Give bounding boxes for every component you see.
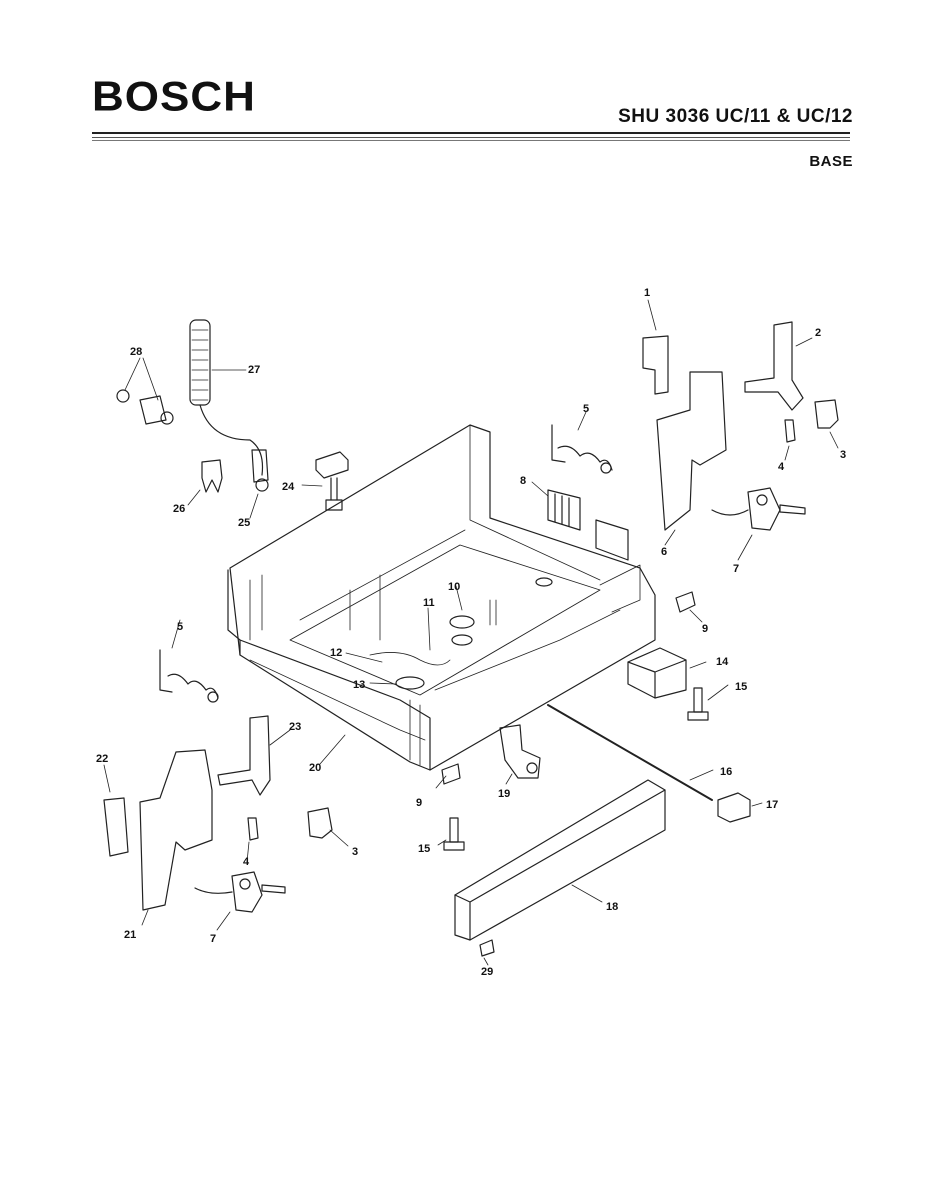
part-label-7-upper: 7	[733, 563, 739, 575]
spacer-upper	[675, 591, 696, 613]
cover-lower	[103, 797, 129, 857]
kick-panel	[454, 779, 666, 941]
part-label-22: 22	[96, 753, 108, 765]
part-label-3-lower: 3	[352, 846, 358, 858]
spacer-lower	[441, 763, 461, 785]
part-label-9-lower: 9	[416, 797, 422, 809]
screw-upper	[687, 687, 709, 721]
part-label-8: 8	[520, 475, 526, 487]
part-label-24: 24	[282, 481, 295, 493]
part-label-28: 28	[130, 346, 142, 358]
part-label-11: 11	[423, 597, 435, 609]
part-label-14: 14	[716, 656, 729, 668]
part-label-10: 10	[448, 581, 460, 593]
part-label-25: 25	[238, 517, 250, 529]
part-label-4-upper: 4	[778, 461, 785, 473]
hinge-bracket-lower	[217, 715, 271, 796]
part-label-5-lower: 5	[177, 621, 183, 633]
spring-upper	[551, 424, 613, 474]
part-label-26: 26	[173, 503, 185, 515]
part-label-15-upper: 15	[735, 681, 747, 693]
part-label-20: 20	[309, 762, 321, 774]
header-rule	[92, 132, 850, 134]
terminal-block	[547, 489, 629, 561]
side-bracket-lower	[139, 749, 213, 911]
leader-lines	[103, 299, 839, 966]
knob	[717, 792, 751, 823]
hinge-bracket	[744, 321, 804, 411]
clip	[201, 459, 223, 493]
screw-small	[479, 939, 495, 957]
section-title: BASE	[809, 153, 853, 170]
spring-clip-lower	[247, 817, 259, 841]
part-label-4-lower: 4	[243, 856, 250, 868]
base-tub	[227, 424, 656, 771]
bracket-and-screw	[315, 451, 349, 511]
cover	[642, 335, 669, 395]
actuator-lower	[194, 871, 286, 913]
part-label-29: 29	[481, 966, 493, 978]
actuator-upper	[711, 487, 806, 531]
part-label-12: 12	[330, 647, 342, 659]
side-bracket	[656, 371, 727, 531]
part-label-13: 13	[353, 679, 365, 691]
part-label-18: 18	[606, 901, 618, 913]
part-label-9-upper: 9	[702, 623, 708, 635]
rod	[547, 704, 713, 801]
part-label-2: 2	[815, 327, 821, 339]
screw-lower	[443, 817, 465, 851]
part-label-1: 1	[644, 287, 650, 299]
part-label-15-lower: 15	[418, 843, 430, 855]
shield-box	[627, 647, 687, 699]
part-label-23: 23	[289, 721, 301, 733]
valve	[499, 724, 541, 779]
spring-clip-upper	[784, 419, 796, 443]
header-rule-thin	[92, 137, 850, 138]
model-number: SHU 3036 UC/11 & UC/12	[618, 106, 853, 127]
part-label-27: 27	[248, 364, 260, 376]
hose-connector	[116, 389, 174, 425]
brand-logo: BOSCH	[92, 73, 256, 120]
part-label-6: 6	[661, 546, 667, 558]
part-label-16: 16	[720, 766, 732, 778]
block-lower	[307, 807, 333, 839]
part-label-19: 19	[498, 788, 510, 800]
drain-hose	[189, 319, 269, 492]
header-rule-thin-2	[92, 140, 850, 141]
part-label-5-upper: 5	[583, 403, 589, 415]
spring-lower	[159, 649, 219, 703]
part-label-21: 21	[124, 929, 136, 941]
block-upper	[814, 399, 839, 429]
part-label-7-lower: 7	[210, 933, 216, 945]
part-label-17: 17	[766, 799, 778, 811]
part-label-3-upper: 3	[840, 449, 846, 461]
